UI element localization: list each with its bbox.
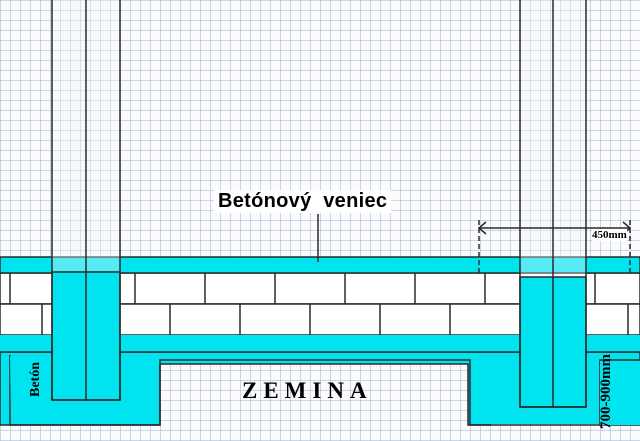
concrete-lower-band bbox=[0, 335, 640, 352]
width-dimension bbox=[477, 220, 632, 276]
left-post bbox=[51, 0, 121, 401]
depth-dimension-label: 700-900mm bbox=[598, 354, 614, 429]
soil-label: ZEMINA bbox=[242, 378, 373, 403]
concrete-label: Betón bbox=[28, 362, 43, 397]
width-dimension-label: 450mm bbox=[592, 229, 627, 241]
ring-beam-label: Betónový veniec bbox=[214, 190, 392, 213]
ring-beam bbox=[0, 256, 640, 274]
right-post bbox=[519, 0, 587, 408]
